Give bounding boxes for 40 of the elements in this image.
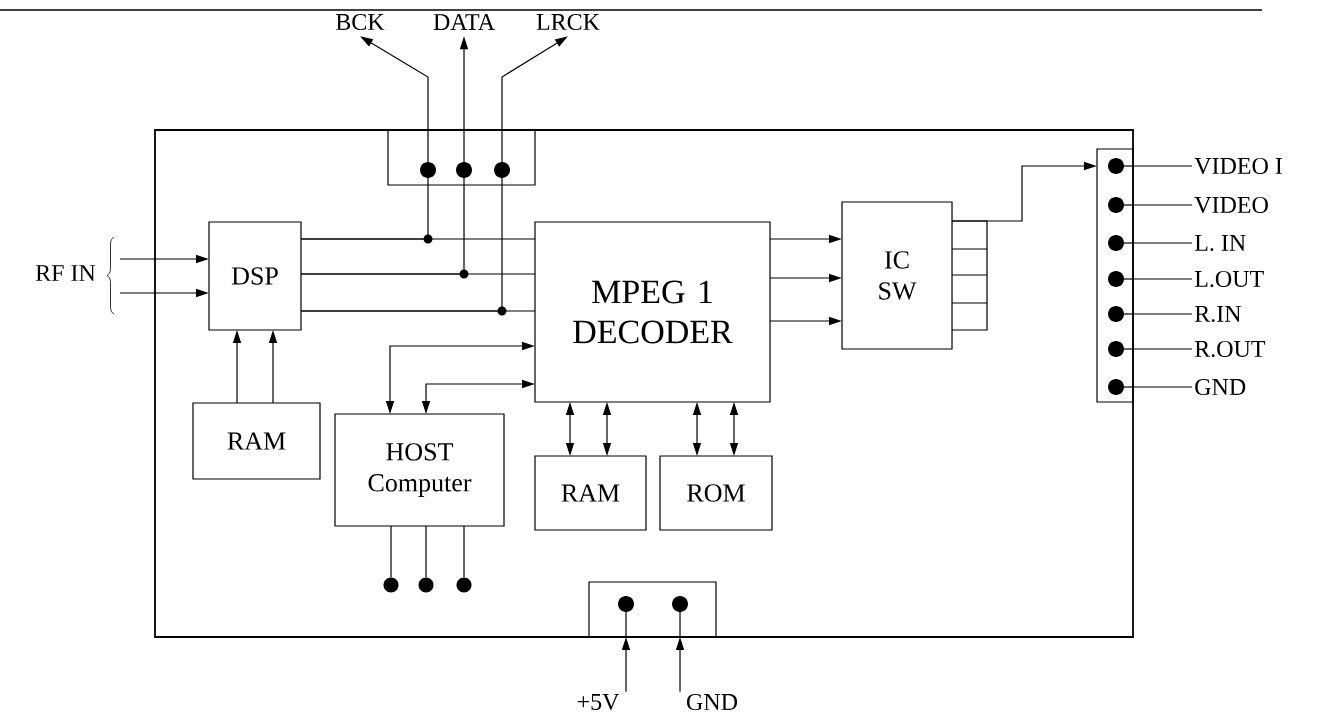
signal-label: LRCK bbox=[536, 13, 600, 31]
signal-line bbox=[463, 525, 465, 578]
signal-line bbox=[1132, 165, 1193, 167]
signal-line bbox=[1132, 242, 1193, 244]
signal-line bbox=[300, 184, 429, 240]
signal-label: +5V bbox=[577, 693, 620, 711]
function-block: ROM bbox=[659, 455, 773, 531]
function-block: MPEG 1 DECODER bbox=[534, 221, 771, 403]
signal-line bbox=[390, 525, 392, 578]
signal-line bbox=[1132, 313, 1193, 315]
signal-label: VIDEO bbox=[1194, 196, 1268, 214]
signal-label: BCK bbox=[336, 13, 385, 31]
connector-block bbox=[588, 581, 717, 638]
function-block: DSP bbox=[208, 221, 302, 331]
signal-line bbox=[425, 525, 427, 578]
signal-label: R.OUT bbox=[1194, 340, 1266, 358]
signal-label: GND bbox=[687, 693, 738, 711]
signal-label: R.IN bbox=[1194, 306, 1241, 323]
function-block: RAM bbox=[192, 402, 321, 480]
signal-line bbox=[1132, 204, 1193, 206]
signal-label: L. IN bbox=[1194, 235, 1246, 252]
function-block: HOST Computer bbox=[334, 413, 505, 527]
signal-line bbox=[1132, 278, 1193, 280]
function-block: IC SW bbox=[841, 201, 953, 350]
signal-line bbox=[300, 184, 465, 275]
signal-label: L.OUT bbox=[1194, 270, 1264, 288]
circuit-board bbox=[154, 129, 1134, 638]
connector-block bbox=[1096, 148, 1134, 403]
signal-label: DATA bbox=[433, 14, 495, 30]
signal-line bbox=[1132, 386, 1193, 388]
signal-label: RF IN bbox=[35, 265, 96, 281]
signal-label: GND bbox=[1195, 378, 1246, 396]
connector-block bbox=[387, 129, 536, 186]
function-block: RAM bbox=[534, 455, 647, 531]
terminal-dot bbox=[418, 577, 434, 593]
terminal-dot bbox=[383, 577, 399, 593]
terminal-dot bbox=[456, 577, 472, 593]
signal-line bbox=[1132, 348, 1193, 350]
signal-label: VIDEO I bbox=[1194, 157, 1282, 175]
signal-line bbox=[300, 184, 503, 312]
